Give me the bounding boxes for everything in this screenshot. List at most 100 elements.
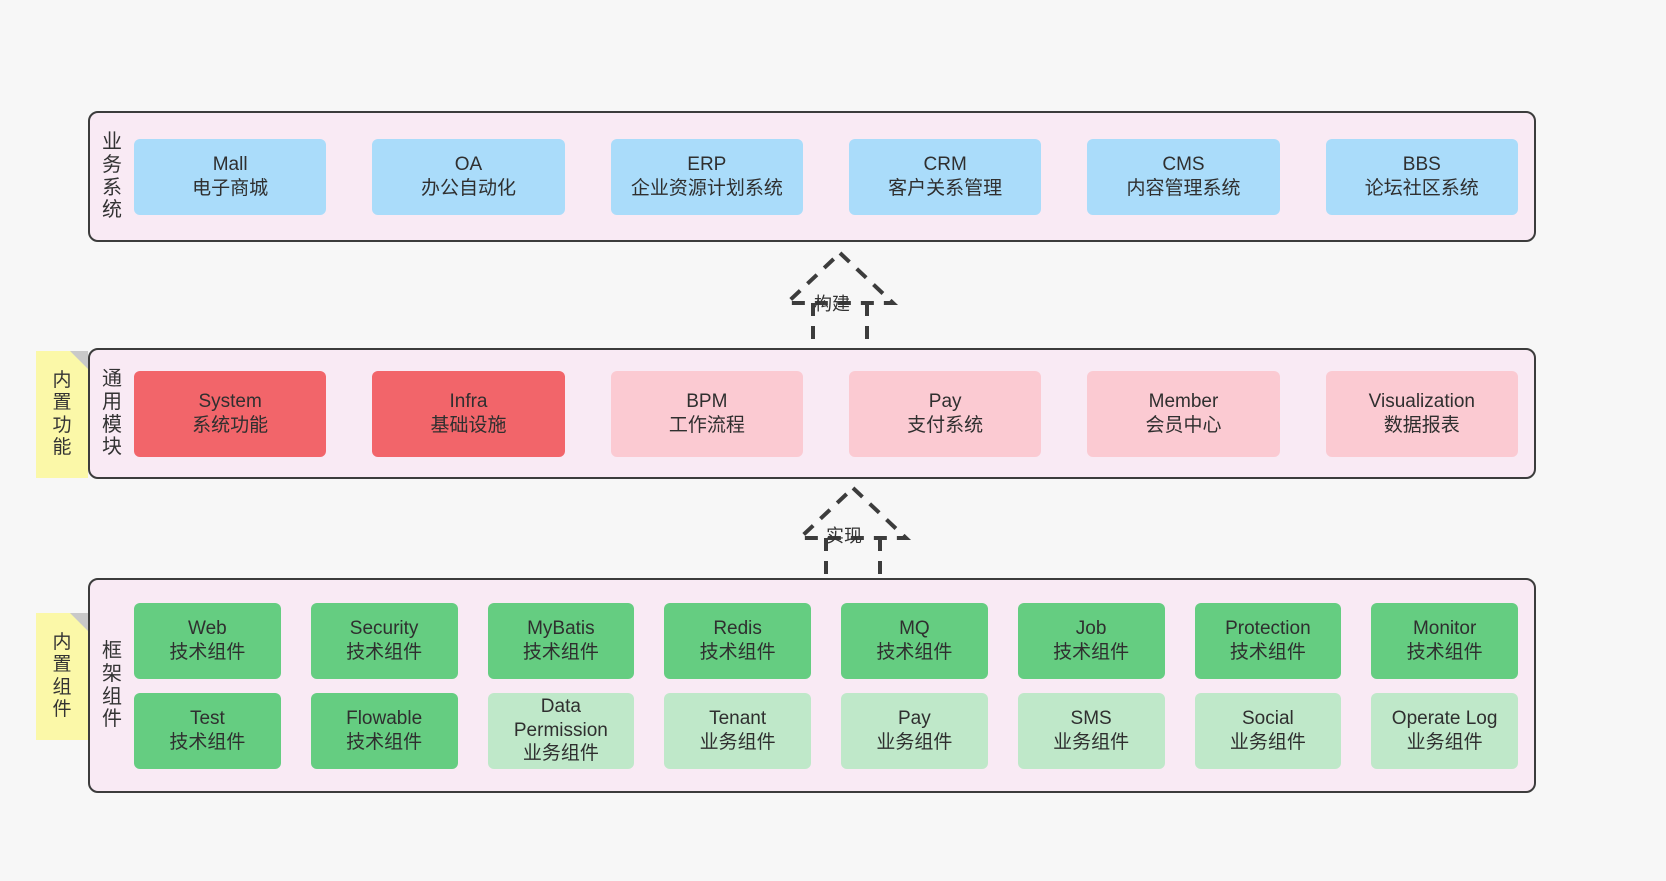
node-row: Web 技术组件 Security 技术组件 MyBatis 技术组件 Redi…	[134, 602, 1518, 679]
node-subtitle: 业务组件	[876, 731, 953, 753]
node-title: Mall	[212, 153, 248, 175]
node-subtitle: 业务组件	[1406, 731, 1483, 753]
node-row: System 系统功能 Infra 基础设施 BPM 工作流程 Pay 支付系统…	[134, 370, 1518, 457]
node-subtitle: 业务组件	[1053, 731, 1130, 753]
node-mq[interactable]: MQ 技术组件	[841, 602, 988, 679]
layer-title-char: 件	[102, 708, 122, 731]
node-system[interactable]: System 系统功能	[134, 370, 327, 457]
node-title: MQ	[899, 617, 930, 639]
layer-title-char: 架	[102, 662, 122, 685]
node-title: Web	[188, 617, 227, 639]
node-redis[interactable]: Redis 技术组件	[664, 602, 811, 679]
sticky-char: 件	[52, 698, 72, 720]
node-mall[interactable]: Mall 电子商城	[134, 138, 327, 215]
node-subtitle: 业务组件	[522, 743, 599, 765]
layer-title-char: 统	[102, 199, 122, 222]
node-subtitle: 技术组件	[169, 641, 246, 663]
node-protection[interactable]: Protection 技术组件	[1194, 602, 1342, 679]
connector-build-label: 构建	[814, 294, 850, 314]
layer-title-components: 框 架 组 件	[90, 580, 134, 791]
node-oa[interactable]: OA 办公自动化	[372, 138, 565, 215]
layer-title-char: 业	[102, 131, 122, 154]
node-row: Mall 电子商城 OA 办公自动化 ERP 企业资源计划系统 CRM 客户关系…	[134, 138, 1518, 215]
sticky-char: 能	[52, 436, 72, 458]
node-title: ERP	[687, 153, 727, 175]
sticky-note-builtin-features: 内 置 功 能	[36, 351, 88, 478]
node-subtitle: 企业资源计划系统	[630, 177, 783, 199]
node-subtitle: 工作流程	[668, 414, 745, 436]
node-title: Protection	[1225, 617, 1311, 639]
node-title: CMS	[1162, 153, 1205, 175]
node-subtitle: 技术组件	[1053, 641, 1130, 663]
node-title: MyBatis	[527, 617, 595, 639]
layer-body-business: Mall 电子商城 OA 办公自动化 ERP 企业资源计划系统 CRM 客户关系…	[134, 113, 1534, 240]
node-subtitle: 支付系统	[907, 414, 984, 436]
node-bbs[interactable]: BBS 论坛社区系统	[1325, 138, 1518, 215]
node-subtitle: 技术组件	[1229, 641, 1306, 663]
layer-body-modules: System 系统功能 Infra 基础设施 BPM 工作流程 Pay 支付系统…	[134, 350, 1534, 477]
node-job[interactable]: Job 技术组件	[1017, 602, 1165, 679]
layer-title-char: 务	[102, 153, 122, 176]
node-member[interactable]: Member 会员中心	[1087, 370, 1280, 457]
sticky-char: 功	[52, 414, 72, 436]
node-title: Test	[189, 707, 225, 729]
layer-title-char: 通	[102, 368, 122, 391]
node-cms[interactable]: CMS 内容管理系统	[1087, 138, 1280, 215]
node-test[interactable]: Test 技术组件	[134, 692, 281, 769]
node-title: BPM	[686, 390, 728, 412]
node-monitor[interactable]: Monitor 技术组件	[1371, 602, 1518, 679]
node-title: SMS	[1070, 707, 1112, 729]
node-title: Visualization	[1368, 390, 1475, 412]
node-subtitle: 会员中心	[1145, 414, 1222, 436]
layer-title-char: 用	[102, 390, 122, 413]
node-title: Redis	[713, 617, 762, 639]
node-subtitle: 基础设施	[430, 414, 507, 436]
node-subtitle: 技术组件	[876, 641, 953, 663]
node-flowable[interactable]: Flowable 技术组件	[310, 692, 458, 769]
node-title: CRM	[923, 153, 967, 175]
node-title: Flowable	[346, 707, 423, 729]
node-security[interactable]: Security 技术组件	[310, 602, 458, 679]
node-bpm[interactable]: BPM 工作流程	[610, 370, 803, 457]
node-subtitle: 业务组件	[1229, 731, 1306, 753]
node-title: Monitor	[1412, 617, 1477, 639]
layer-title-char: 模	[102, 413, 122, 436]
node-crm[interactable]: CRM 客户关系管理	[848, 138, 1042, 215]
node-subtitle: 内容管理系统	[1126, 177, 1241, 199]
node-title: Social	[1242, 707, 1294, 729]
node-mybatis[interactable]: MyBatis 技术组件	[487, 602, 635, 679]
layer-business-systems: 业 务 系 统 Mall 电子商城 OA 办公自动化 ERP 企业资源计划系统	[88, 111, 1536, 242]
node-web[interactable]: Web 技术组件	[134, 602, 281, 679]
node-pay-business[interactable]: Pay 业务组件	[841, 692, 988, 769]
sticky-char: 内	[52, 370, 72, 392]
layer-title-business: 业 务 系 统	[90, 113, 134, 240]
sticky-note-builtin-components: 内 置 组 件	[36, 613, 88, 740]
node-tenant[interactable]: Tenant 业务组件	[664, 692, 811, 769]
node-title: Operate Log	[1391, 707, 1498, 729]
layer-title-char: 块	[102, 436, 122, 459]
node-title: Security	[349, 617, 419, 639]
connector-implement	[758, 482, 948, 587]
node-infra[interactable]: Infra 基础设施	[372, 370, 565, 457]
node-erp[interactable]: ERP 企业资源计划系统	[610, 138, 803, 215]
node-visualization[interactable]: Visualization 数据报表	[1325, 370, 1518, 457]
page-fold-icon	[70, 613, 88, 631]
node-subtitle: 电子商城	[192, 177, 269, 199]
node-pay[interactable]: Pay 支付系统	[848, 370, 1042, 457]
node-subtitle: 技术组件	[346, 641, 423, 663]
sticky-char: 内	[52, 632, 72, 654]
node-title: Job	[1075, 617, 1107, 639]
node-social[interactable]: Social 业务组件	[1194, 692, 1342, 769]
node-subtitle: 业务组件	[699, 731, 776, 753]
sticky-char: 置	[52, 392, 72, 414]
node-sms[interactable]: SMS 业务组件	[1017, 692, 1165, 769]
node-operate-log[interactable]: Operate Log 业务组件	[1371, 692, 1518, 769]
node-data-permission[interactable]: Data Permission 业务组件	[487, 692, 635, 769]
node-title: BBS	[1402, 153, 1441, 175]
layer-title-char: 组	[102, 685, 122, 708]
node-title: System	[198, 390, 262, 412]
node-subtitle: 技术组件	[522, 641, 599, 663]
node-subtitle: 办公自动化	[420, 177, 516, 199]
layer-common-modules: 通 用 模 块 System 系统功能 Infra 基础设施 BPM 工作流程	[88, 348, 1536, 479]
